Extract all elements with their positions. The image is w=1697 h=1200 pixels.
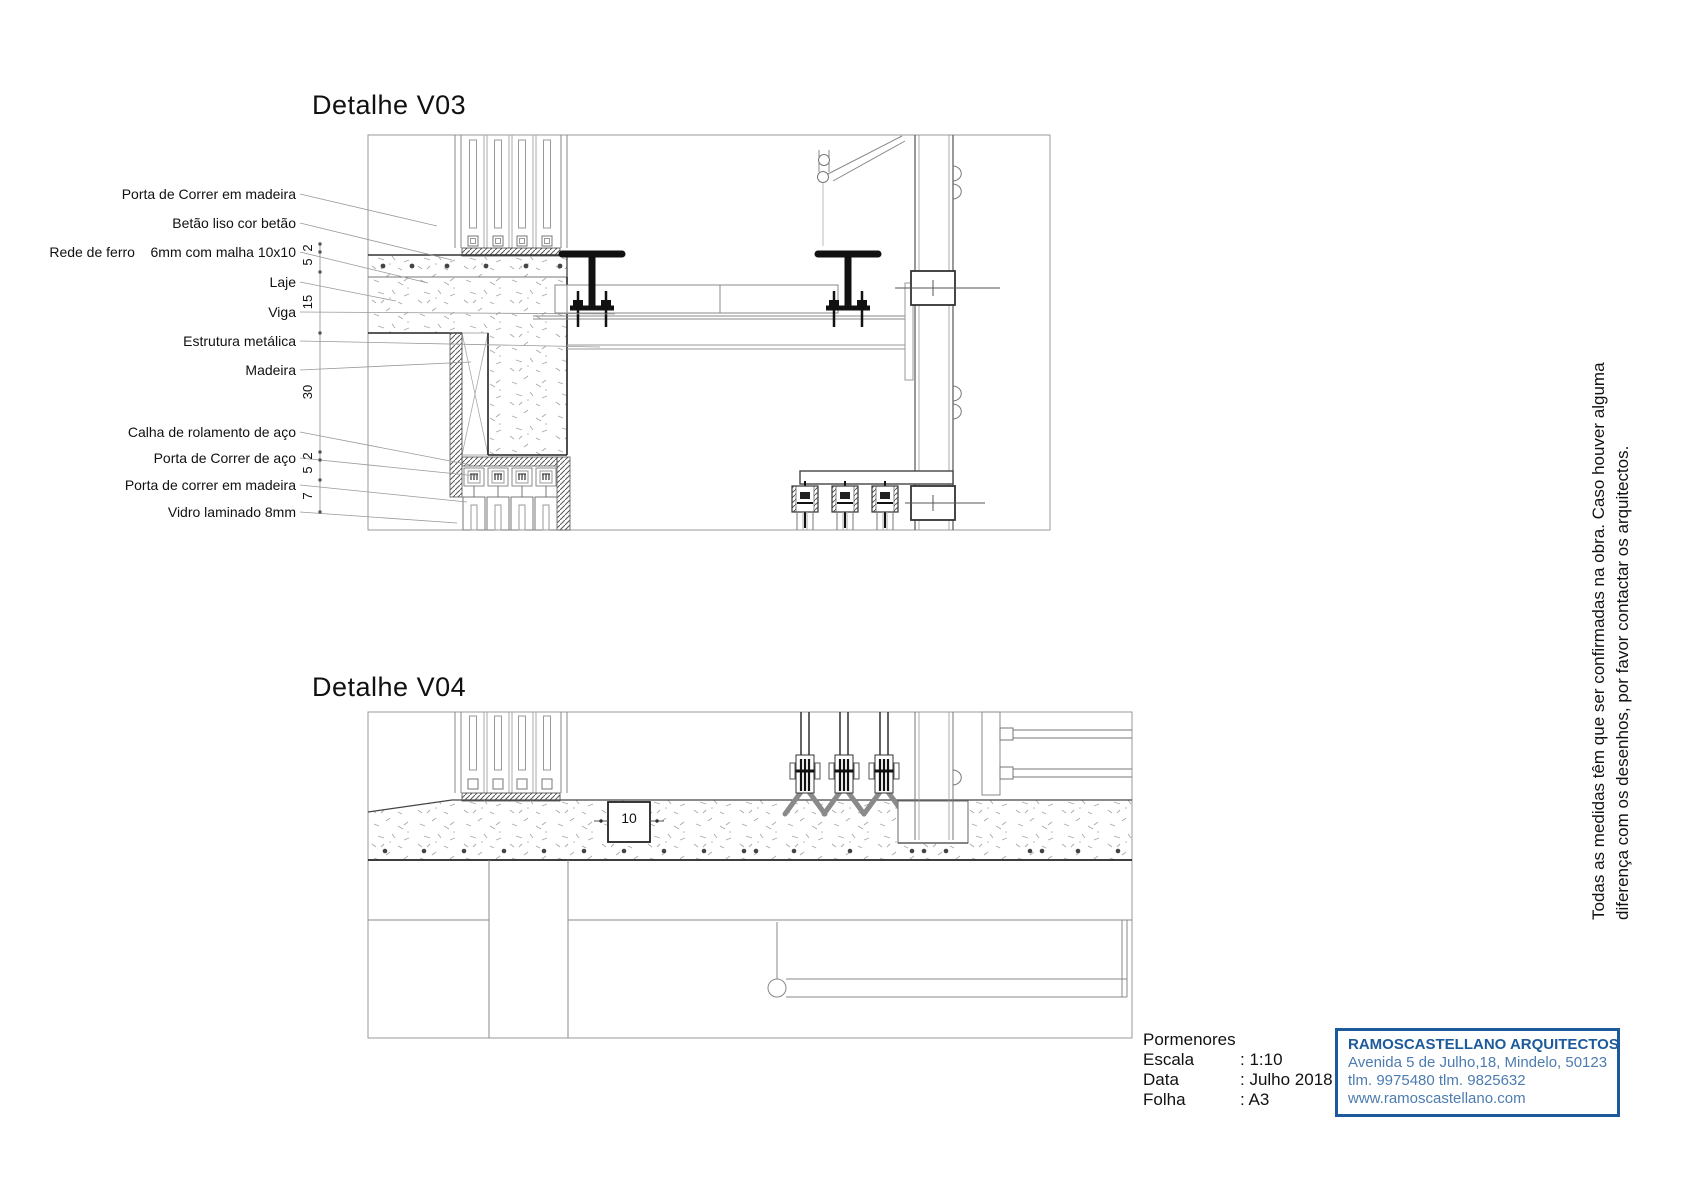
v03-door-section-top: [454, 135, 568, 257]
firm-address: Avenida 5 de Julho,18, Mindelo, 50123: [1348, 1054, 1608, 1071]
v04-floor-channel: [594, 801, 664, 843]
detail-v03-drawing: [299, 134, 1051, 531]
callout-vidro-laminado: Vidro laminado 8mm: [167, 504, 296, 520]
v03-column: [895, 135, 1000, 530]
info-row-escala: Escala : 1:10: [1143, 1050, 1333, 1070]
callout-betao-liso: Betão liso cor betão: [172, 215, 296, 231]
v03-steel-structure: [533, 282, 914, 381]
v04-roller-wheels: [782, 712, 907, 817]
v03-bottom-track: [799, 470, 954, 485]
callout-laje: Laje: [269, 274, 296, 290]
firm-phones: tlm. 9975480 tlm. 9825632: [1348, 1072, 1526, 1089]
disclaimer-note: Todas as medidas têm que ser confirmadas…: [1587, 362, 1637, 920]
disclaimer-line-2: diferença com os desenhos, por favor con…: [1613, 445, 1632, 920]
v03-dimension-chain: [318, 242, 322, 514]
firm-name: RAMOSCASTELLANO ARQUITECTOS: [1348, 1036, 1619, 1053]
firm-website: www.ramoscastellano.com: [1348, 1090, 1526, 1107]
v03-screed-band: [368, 254, 568, 278]
v04-substructure: [368, 860, 1132, 1038]
callout-viga: Viga: [268, 304, 296, 320]
info-value-data: : Julho 2018: [1240, 1070, 1333, 1089]
info-label-data: Data: [1143, 1070, 1179, 1089]
info-row-folha: Folha : A3: [1143, 1090, 1333, 1110]
info-value-escala: : 1:10: [1240, 1050, 1283, 1069]
v04-column: [897, 712, 969, 844]
info-label-folha: Folha: [1143, 1090, 1186, 1109]
detail-v04-drawing: [367, 711, 1133, 1039]
titleblock-info: Pormenores Escala : 1:10 Data : Julho 20…: [1143, 1030, 1333, 1110]
dim-value-7: 7: [300, 492, 315, 500]
detail-v04-title: Detalhe V04: [312, 672, 467, 702]
dim-value-5a: 5: [300, 258, 315, 266]
v04-door-section-top: [454, 712, 568, 802]
callout-porta-correr-aco: Porta de Correr de aço: [153, 450, 296, 466]
callout-calha-rolamento: Calha de rolamento de aço: [127, 424, 296, 440]
firm-stamp: RAMOSCASTELLANO ARQUITECTOS Avenida 5 de…: [1335, 1028, 1620, 1117]
disclaimer-line-1: Todas as medidas têm que ser confirmadas…: [1589, 362, 1608, 920]
detail-v03-title: Detalhe V03: [312, 90, 467, 120]
info-value-folha: : A3: [1240, 1090, 1270, 1109]
v03-leader-lines: [299, 193, 616, 524]
info-row-data: Data : Julho 2018: [1143, 1070, 1333, 1090]
v03-roller-carriages: [791, 481, 899, 530]
callout-porta-correr-madeira: Porta de Correr em madeira: [121, 186, 296, 202]
v03-hanger-anchor-right: [814, 250, 882, 327]
dim-value-15: 15: [300, 294, 315, 310]
dim-value-30: 30: [300, 384, 315, 400]
callout-estrutura-metalica: Estrutura metálica: [183, 333, 296, 349]
info-title: Pormenores: [1143, 1030, 1236, 1049]
v04-floor-slab: [367, 799, 1132, 861]
v04-mullion-rails: [981, 711, 1132, 796]
v03-brace: [817, 135, 906, 246]
v03-slab-and-beam: [368, 277, 568, 498]
channel-width-label: 10: [621, 810, 637, 826]
v03-door-section-bottom: [461, 456, 571, 531]
callout-rede-de-ferro: Rede de ferro 6mm com malha 10x10: [49, 244, 296, 260]
info-label-escala: Escala: [1143, 1050, 1195, 1069]
callout-porta-correr-madeira-2: Porta de correr em madeira: [124, 477, 296, 493]
callout-madeira: Madeira: [245, 362, 296, 378]
v03-hanger-anchor-left: [558, 250, 626, 327]
